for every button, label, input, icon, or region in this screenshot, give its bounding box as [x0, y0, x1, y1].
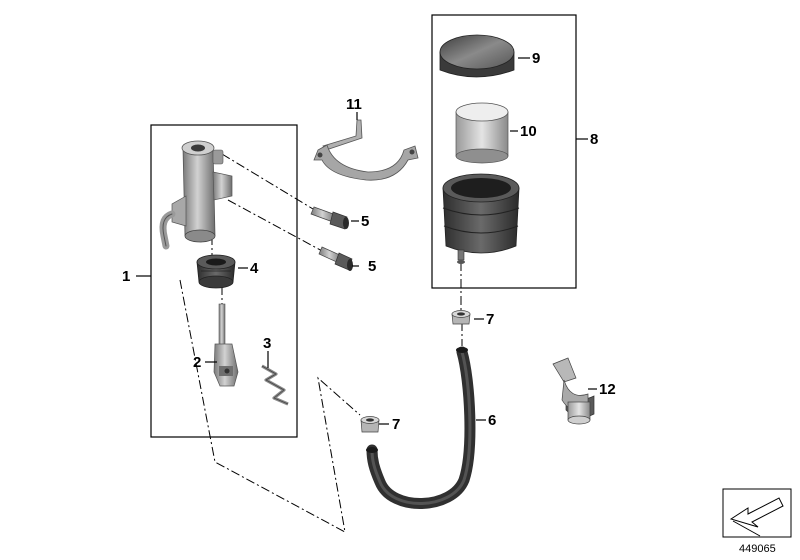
callout-12: 12 — [599, 381, 616, 398]
seal-kit[interactable] — [196, 254, 236, 289]
reservoir-diaphragm[interactable] — [455, 102, 509, 164]
hose-holder[interactable] — [552, 357, 595, 425]
screw-upper[interactable] — [310, 206, 349, 230]
callout-3: 3 — [263, 335, 271, 352]
callout-8: 8 — [590, 131, 598, 148]
master-cylinder-body[interactable] — [159, 140, 233, 250]
arrow-down-left-icon — [729, 497, 784, 537]
reservoir-cap[interactable] — [439, 34, 515, 78]
callout-10: 10 — [520, 123, 537, 140]
spring-clip[interactable] — [261, 364, 289, 406]
leader-lines — [136, 57, 597, 425]
push-rod[interactable] — [213, 303, 239, 387]
group-frame-8 — [431, 14, 577, 289]
document-number: 449065 — [739, 543, 776, 555]
reservoir-bracket[interactable] — [313, 119, 419, 181]
callout-9: 9 — [532, 50, 540, 67]
callout-4: 4 — [250, 260, 259, 277]
fluid-reservoir[interactable] — [442, 173, 520, 264]
callout-1: 1 — [122, 268, 130, 285]
brake-fluid-hose[interactable] — [366, 346, 476, 509]
callout-11: 11 — [346, 96, 362, 113]
callout-5-upper: 5 — [361, 213, 369, 230]
callout-7-lower: 7 — [392, 416, 400, 433]
hose-clamp-lower[interactable] — [360, 416, 380, 433]
callout-2: 2 — [193, 354, 201, 371]
callout-5-lower: 5 — [368, 258, 376, 275]
callout-7-upper: 7 — [486, 311, 494, 328]
screw-lower[interactable] — [318, 246, 353, 271]
hose-clamp-upper[interactable] — [451, 310, 471, 325]
callout-6: 6 — [488, 412, 496, 429]
group-frame-1 — [150, 124, 298, 438]
corner-badge: 449065 — [722, 488, 792, 555]
